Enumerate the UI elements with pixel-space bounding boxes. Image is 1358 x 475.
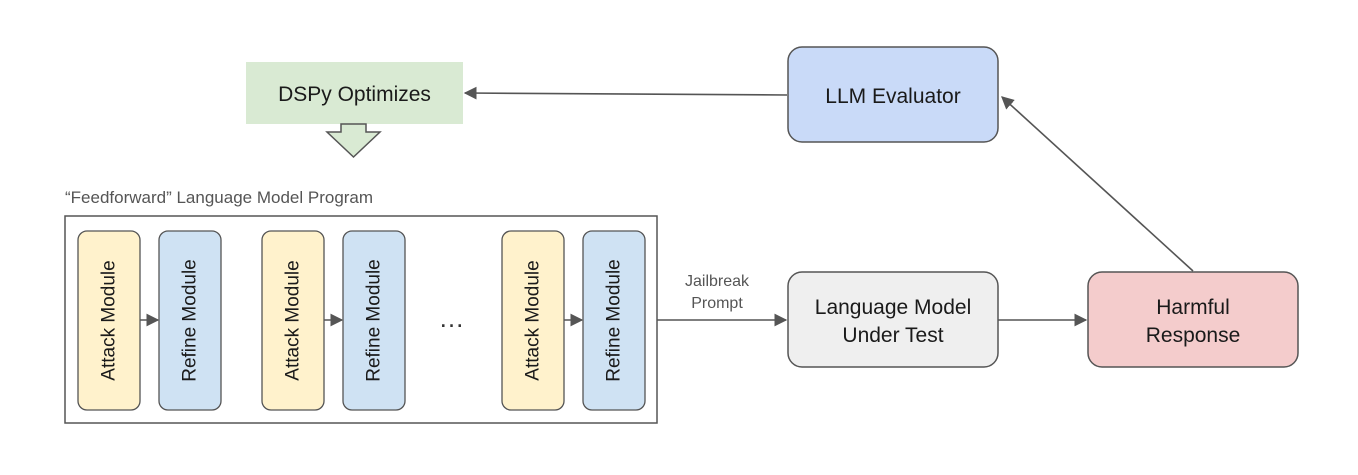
refine-module-2-label: Refine Module xyxy=(364,259,385,382)
language-model-under-test-node: Language Model Under Test xyxy=(787,271,999,368)
llm-evaluator-label: LLM Evaluator xyxy=(825,85,960,108)
attack-module-3-label: Attack Module xyxy=(523,260,544,380)
harmful-response-label-line2: Response xyxy=(1146,324,1241,347)
language-model-under-test-label-line1: Language Model xyxy=(815,296,971,319)
module-pair-2: Attack Module Refine Module xyxy=(261,230,406,411)
program-caption: “Feedforward” Language Model Program xyxy=(65,188,373,207)
dspy-optimizes-node: DSPy Optimizes xyxy=(246,62,463,124)
refine-module-1-label: Refine Module xyxy=(180,259,201,382)
harmful-response-label-line1: Harmful xyxy=(1156,296,1230,319)
llm-evaluator-box xyxy=(787,46,999,143)
language-model-under-test-box xyxy=(787,271,999,368)
attack-module-2-label: Attack Module xyxy=(283,260,304,380)
refine-module-3-label: Refine Module xyxy=(604,259,625,382)
jailbreak-label-line2: Prompt xyxy=(691,295,743,312)
response-to-evaluator-arrow xyxy=(1001,96,1194,272)
attack-module-1-label: Attack Module xyxy=(99,260,120,380)
module-pair-3: Attack Module Refine Module xyxy=(501,230,646,411)
dspy-optimizes-label: DSPy Optimizes xyxy=(278,83,431,106)
optimize-down-arrow xyxy=(325,123,382,159)
language-model-under-test-label-line2: Under Test xyxy=(842,324,943,347)
evaluator-to-optimizer-arrow xyxy=(463,86,788,100)
llm-evaluator-node: LLM Evaluator xyxy=(787,46,999,143)
module-ellipsis: … xyxy=(439,303,468,333)
jailbreak-label-line1: Jailbreak xyxy=(685,273,750,290)
harmful-response-node: Harmful Response xyxy=(1087,271,1299,368)
harmful-response-box xyxy=(1087,271,1299,368)
dspy-optimizes-box xyxy=(246,62,463,124)
module-pair-1: Attack Module Refine Module xyxy=(77,230,222,411)
